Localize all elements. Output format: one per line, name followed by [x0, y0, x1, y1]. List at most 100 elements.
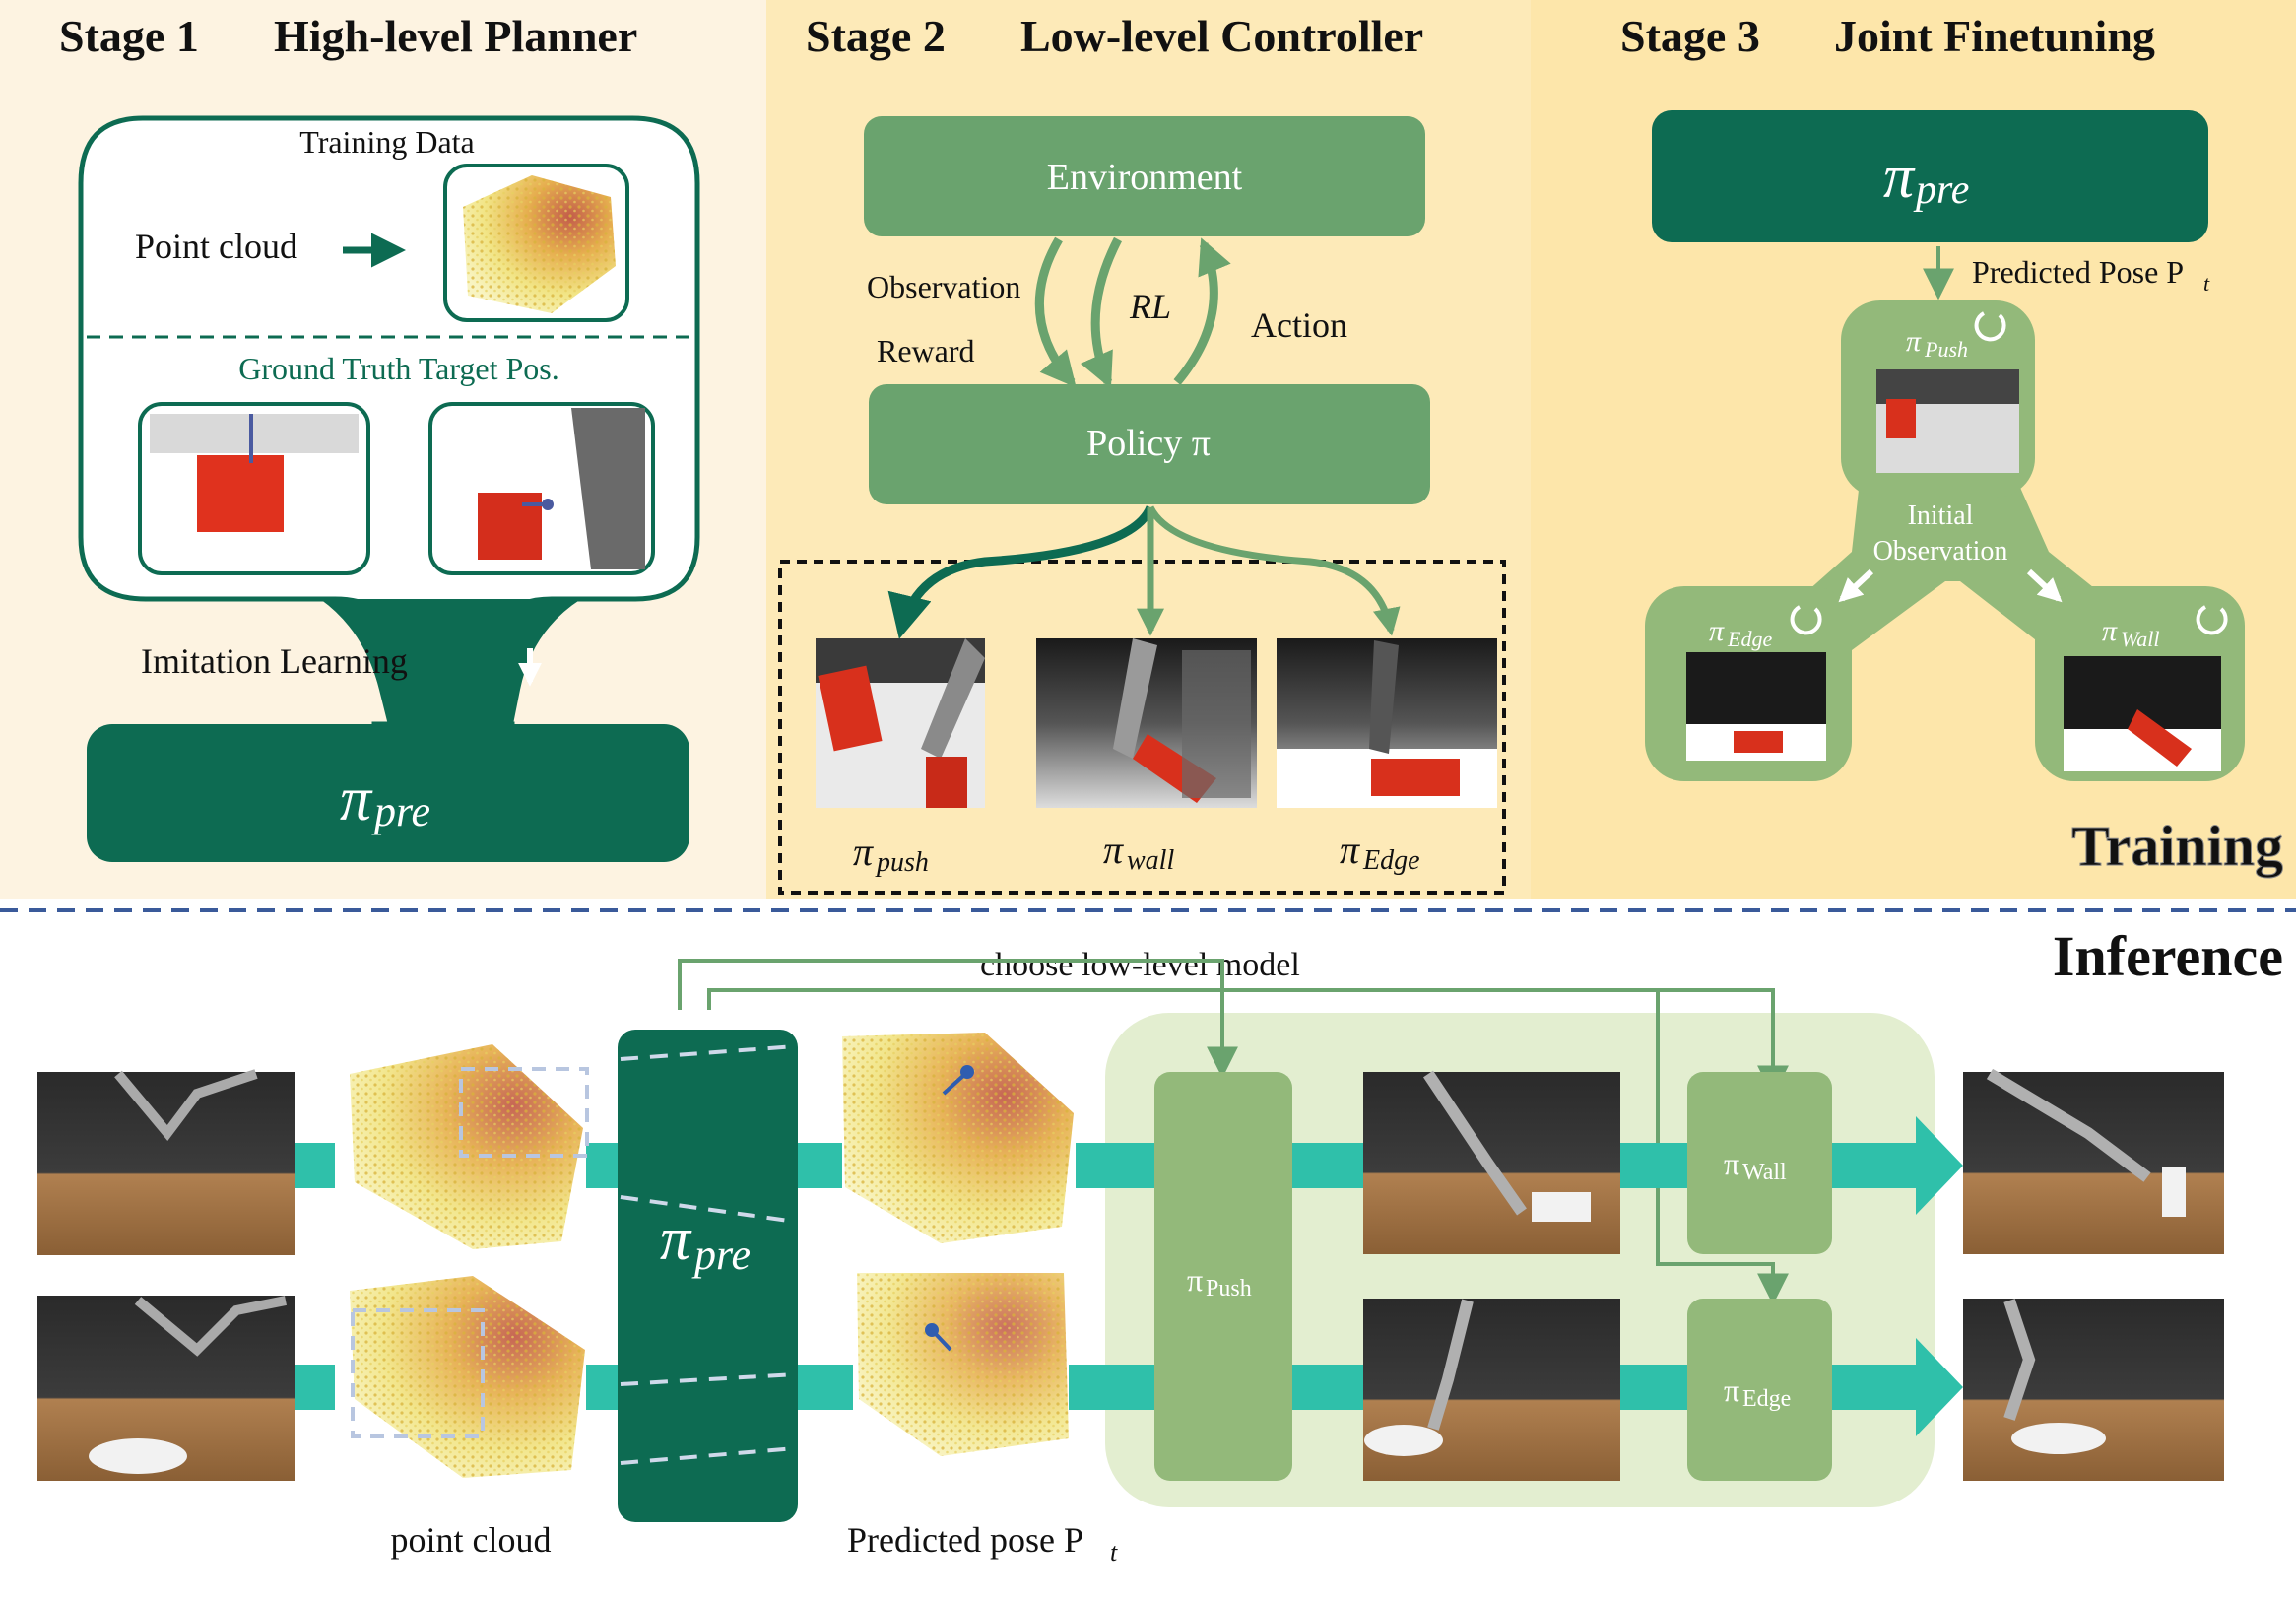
point-cloud-dots	[463, 175, 616, 313]
edge-sim-arm	[1369, 640, 1399, 754]
inference-wall-subscript: Wall	[1742, 1160, 1787, 1185]
push-sim-box	[818, 665, 883, 752]
predicted-pose-subscript: t	[2203, 271, 2210, 296]
training-label: Training	[2071, 814, 2283, 878]
inference-push-symbol: π	[1187, 1262, 1203, 1298]
predicted-pose-dot-2	[925, 1323, 939, 1337]
stage1-number: Stage 1	[59, 11, 199, 61]
inference-point-cloud-2-dots	[350, 1276, 585, 1478]
to-wall-arrow-icon	[2026, 568, 2063, 603]
branch-edge-arrow-icon	[1147, 505, 1401, 636]
pi-edge-symbol: π	[1340, 828, 1360, 872]
inference-wall-block	[1687, 1072, 1832, 1254]
flow-row2-f	[1620, 1365, 1687, 1410]
funnel-neck	[320, 599, 581, 729]
wall-sim-arm	[1113, 638, 1157, 759]
flow-row2-c	[796, 1365, 853, 1410]
stage1-title: High-level Planner	[274, 11, 637, 61]
stage3-pi-symbol: π	[1883, 144, 1916, 211]
stage3-pi-pre-block	[1652, 110, 2208, 242]
point-cloud-caption: point cloud	[391, 1520, 552, 1560]
policy-label: Policy π	[1086, 423, 1211, 464]
stage3-edge-symbol: π	[1709, 615, 1725, 647]
sub-policies-box	[778, 560, 1506, 895]
push-sim-box-2	[926, 757, 967, 808]
training-data-label: Training Data	[299, 124, 474, 160]
flow-row2-arrow-icon	[1832, 1338, 1963, 1436]
push-sim-arm	[921, 638, 985, 759]
predicted-pose-arrow-1-icon	[942, 1072, 967, 1096]
edge-loop-icon	[1790, 605, 1822, 635]
imitation-learning-label: Imitation Learning	[141, 641, 408, 681]
rl-label: RL	[1129, 287, 1171, 326]
push-node-box	[1886, 399, 1916, 438]
inference-label: Inference	[2053, 924, 2283, 988]
predicted-cloud-1-dots	[842, 1033, 1074, 1243]
push-node-image-top	[1876, 369, 2019, 404]
inference: Inference choose low-level model	[37, 924, 2283, 1567]
initial-observation-junction	[1807, 463, 2098, 650]
stage1-pi-pre-block	[87, 724, 689, 862]
stage3-number: Stage 3	[1620, 11, 1760, 61]
stage2-number: Stage 2	[806, 11, 946, 61]
predicted-cloud-2-dots	[857, 1273, 1069, 1456]
policy-block	[869, 384, 1430, 504]
stage1-pi-symbol: π	[340, 764, 373, 834]
gt-image-2-wall	[571, 408, 645, 569]
stage3-push-symbol: π	[1906, 325, 1922, 358]
observation-label: Observation	[867, 269, 1020, 304]
crop-box-2	[351, 1308, 485, 1438]
predicted-pose-caption-subscript: t	[1110, 1538, 1118, 1567]
predicted-pose-label: Predicted Pose P	[1972, 254, 2184, 290]
output-photo-1-box	[2162, 1167, 2186, 1217]
intermediate-photo-2-arm	[1427, 1299, 1474, 1431]
stage3-edge-subscript: Edge	[1727, 627, 1772, 651]
flow-row1-f	[1620, 1143, 1687, 1188]
flow-row1-b	[586, 1143, 621, 1188]
inference-point-cloud-1-dots	[350, 1044, 583, 1249]
gt-image-2-target-dot	[542, 499, 554, 510]
pi-edge-subscript: Edge	[1362, 845, 1420, 876]
output-photo-1-arm	[1986, 1068, 2151, 1182]
stage3-push-subscript: Push	[1924, 337, 1968, 362]
initial-label-1: Initial	[1908, 500, 1974, 531]
predicted-pose-caption: Predicted pose P	[847, 1520, 1083, 1560]
output-photo-2-arm	[2003, 1299, 2036, 1421]
inference-pi-symbol: π	[660, 1206, 692, 1273]
stage1: Stage 1 High-level Planner Training Data…	[59, 11, 700, 862]
wall-loop-icon	[2196, 605, 2228, 635]
flow-row1-d	[1076, 1143, 1154, 1188]
edge-node-box	[1734, 731, 1783, 753]
inference-edge-block	[1687, 1299, 1832, 1481]
pi-wall-symbol: π	[1103, 828, 1124, 872]
gt-image-1-box	[197, 455, 284, 532]
crop-box-1	[459, 1067, 589, 1158]
stage3: Stage 3 Joint Finetuning π pre Predicted…	[1620, 11, 2284, 879]
branch-push-arrow-icon	[887, 505, 1155, 639]
flow-row1-a	[295, 1143, 335, 1188]
point-cloud-label: Point cloud	[135, 227, 297, 266]
intermediate-photo-1-box	[1532, 1192, 1591, 1222]
input-photo-2-plate	[89, 1438, 187, 1474]
inference-edge-symbol: π	[1724, 1372, 1739, 1408]
intermediate-photo-2-plate	[1364, 1425, 1443, 1456]
flow-row1-e	[1292, 1143, 1363, 1188]
action-arrow-icon	[1173, 237, 1231, 385]
stage3-wall-symbol: π	[2102, 615, 2118, 647]
inference-wall-symbol: π	[1724, 1146, 1739, 1181]
pi-wall-subscript: wall	[1127, 845, 1174, 876]
stage2-title: Low-level Controller	[1020, 11, 1423, 61]
action-label: Action	[1251, 305, 1347, 345]
inference-edge-subscript: Edge	[1742, 1386, 1791, 1412]
environment-label: Environment	[1047, 157, 1243, 198]
intermediate-photo-1-arm	[1423, 1070, 1527, 1216]
output-photo-2	[1963, 1299, 2224, 1481]
reward-label: Reward	[877, 333, 975, 368]
input-photo-1-arm	[114, 1069, 258, 1142]
inference-push-subscript: Push	[1206, 1276, 1252, 1301]
ground-truth-label: Ground Truth Target Pos.	[238, 351, 559, 386]
predicted-pose-dot-1	[960, 1065, 974, 1079]
choose-model-label: choose low-level model	[980, 947, 1300, 983]
input-photo-2-arm	[134, 1296, 287, 1357]
environment-block	[864, 116, 1425, 236]
